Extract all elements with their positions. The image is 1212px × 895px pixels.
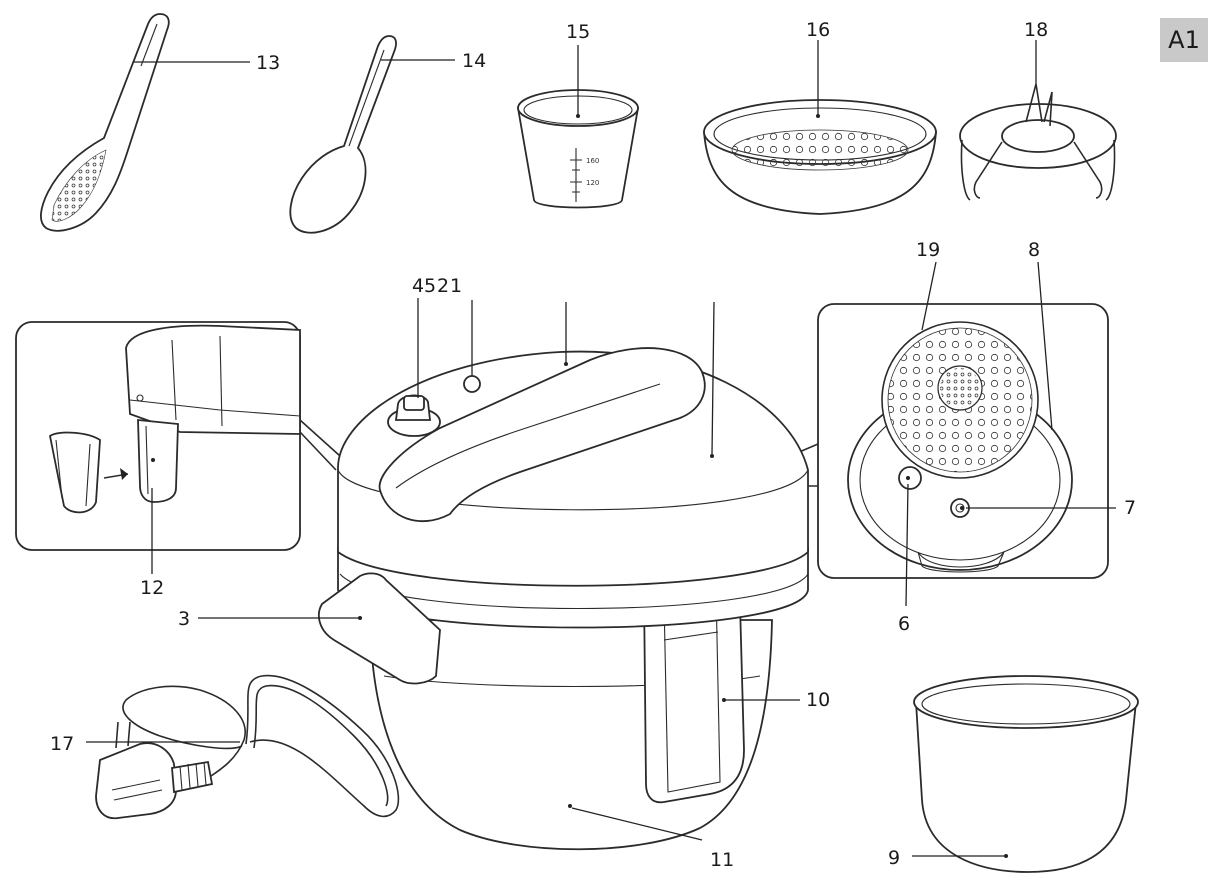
handle-detail-inset xyxy=(15,321,301,574)
callout-9: 9 xyxy=(888,847,900,869)
callout-15: 15 xyxy=(566,21,590,43)
callout-5: 5 xyxy=(424,275,436,297)
callout-3: 3 xyxy=(178,608,190,630)
callout-13: 13 xyxy=(256,52,280,74)
figure-tag: A1 xyxy=(1160,18,1208,62)
inner-pot-illustration xyxy=(912,675,1139,873)
callout-7: 7 xyxy=(1124,497,1136,519)
callout-18: 18 xyxy=(1024,19,1048,41)
callout-1: 1 xyxy=(450,275,462,297)
callout-10: 10 xyxy=(806,689,830,711)
lid-underside-inset xyxy=(817,261,1116,607)
callout-19: 19 xyxy=(916,239,940,261)
steamer-basket-illustration xyxy=(703,40,937,215)
callout-6: 6 xyxy=(898,613,910,635)
callout-8: 8 xyxy=(1028,239,1040,261)
measuring-cup-illustration xyxy=(516,45,640,209)
cup-mark-160: 160 xyxy=(586,157,599,165)
callout-2: 2 xyxy=(437,275,449,297)
callout-11: 11 xyxy=(710,849,734,871)
callout-12: 12 xyxy=(140,577,164,599)
power-cord-illustration xyxy=(86,674,400,820)
steam-rack-illustration xyxy=(959,40,1117,201)
callout-4: 4 xyxy=(412,275,424,297)
callout-16: 16 xyxy=(806,19,830,41)
inset-connector-left xyxy=(299,419,341,471)
pressure-cooker-body-illustration xyxy=(198,298,809,851)
callout-14: 14 xyxy=(462,50,486,72)
cup-mark-120: 120 xyxy=(586,179,599,187)
rice-spoon-illustration xyxy=(289,35,455,234)
figure-tag-label: A1 xyxy=(1168,26,1200,54)
callout-17: 17 xyxy=(50,733,74,755)
slotted-spatula-illustration xyxy=(40,13,250,232)
